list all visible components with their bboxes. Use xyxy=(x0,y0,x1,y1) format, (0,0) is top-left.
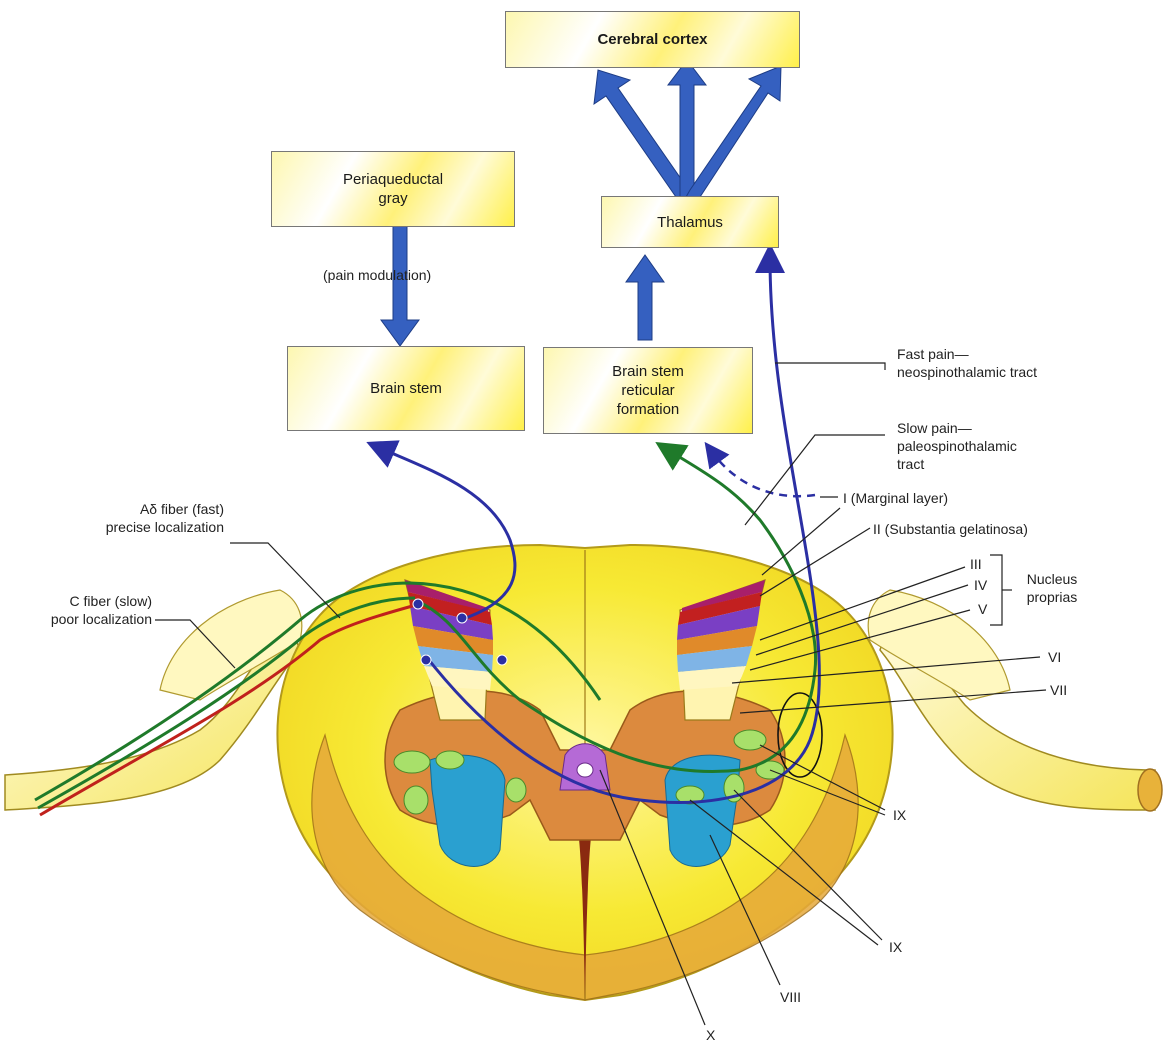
thalamus-label: Thalamus xyxy=(657,213,723,232)
lamina-ix-upper-label: IX xyxy=(893,806,906,824)
reticular-formation-label: Brain stem reticular formation xyxy=(589,362,707,419)
lamina-i-label: I (Marginal layer) xyxy=(843,489,948,507)
slow-pain-label: Slow pain—paleospinothalamic tract xyxy=(897,419,1047,473)
lamina-x-label: X xyxy=(706,1026,715,1044)
reticular-formation-box: Brain stem reticular formation xyxy=(543,347,753,434)
thalamus-box: Thalamus xyxy=(601,196,779,248)
cerebral-cortex-box: Cerebral cortex xyxy=(505,11,800,68)
a-delta-fiber-label: Aδ fiber (fast) precise localization xyxy=(104,500,224,536)
brain-stem-box: Brain stem xyxy=(287,346,525,431)
lamina-iii-label: III xyxy=(970,555,982,573)
lamina-vii-label: VII xyxy=(1050,681,1067,699)
brain-stem-label: Brain stem xyxy=(370,379,442,398)
lamina-ix-lower-label: IX xyxy=(889,938,902,956)
cerebral-cortex-label: Cerebral cortex xyxy=(597,30,707,49)
nucleus-proprias-label: Nucleus proprias xyxy=(1012,570,1092,606)
lamina-iv-label: IV xyxy=(974,576,987,594)
lamina-v-label: V xyxy=(978,600,987,618)
lamina-ii-label: II (Substantia gelatinosa) xyxy=(873,520,1028,538)
periaqueductal-gray-box: Periaqueductal gray xyxy=(271,151,515,227)
lamina-vi-label: VI xyxy=(1048,648,1061,666)
fast-pain-label: Fast pain—neospinothalamic tract xyxy=(897,345,1057,381)
lamina-viii-label: VIII xyxy=(780,988,801,1006)
pain-modulation-label: (pain modulation) xyxy=(323,266,431,284)
c-fiber-label: C fiber (slow) poor localization xyxy=(40,592,152,628)
periaqueductal-gray-label: Periaqueductal gray xyxy=(332,170,454,208)
